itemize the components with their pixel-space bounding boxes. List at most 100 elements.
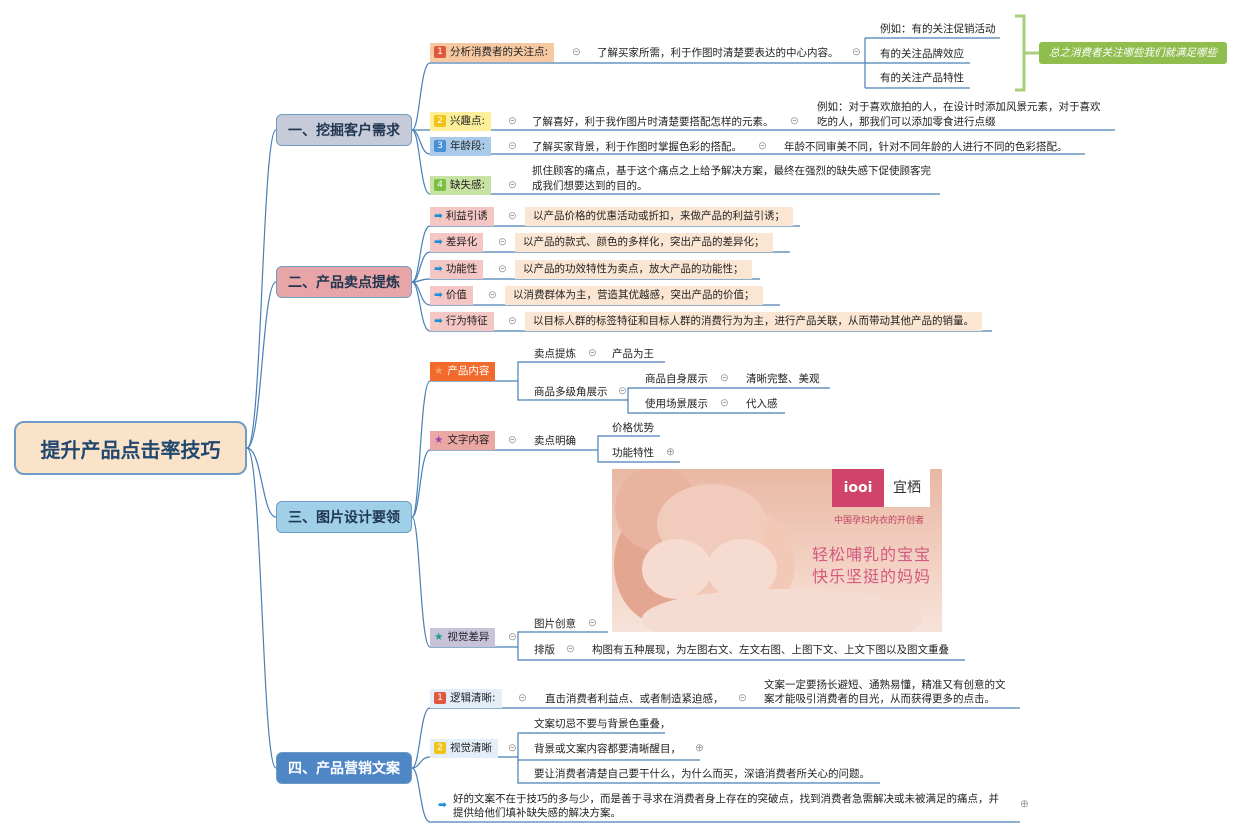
node-clear-beautiful[interactable]: 清晰完整、美观 xyxy=(746,373,820,385)
topic-label: 年龄段: xyxy=(450,140,486,152)
collapse-icon[interactable]: ⊝ xyxy=(852,46,861,58)
topic-label: 文字内容 xyxy=(447,434,490,446)
collapse-icon[interactable]: ⊝ xyxy=(720,397,729,409)
node-layout-desc[interactable]: 构图有五种展现，为左图右文、左文右图、上图下文、上文下图以及图文重叠 xyxy=(592,644,949,656)
star-icon: ★ xyxy=(434,434,444,446)
arrow-icon: ➡ xyxy=(438,799,447,811)
topic-label: 逻辑清晰: xyxy=(450,692,496,704)
number-2-icon: 2 xyxy=(434,742,446,754)
visual-tip-3: 要让消费者清楚自己要干什么，为什么而买，深谙消费者所关心的问题。 xyxy=(534,768,870,780)
collapse-icon[interactable]: ⊝ xyxy=(618,385,627,397)
node-multi-angle[interactable]: 商品多级角展示 xyxy=(534,386,608,398)
node-selling-point[interactable]: 卖点提炼 xyxy=(534,348,576,360)
visual-tip-2: 背景或文案内容都要清晰醒目， xyxy=(534,743,681,755)
node-immersion[interactable]: 代入感 xyxy=(746,398,778,410)
expand-icon[interactable]: ⊕ xyxy=(666,446,675,458)
example-feature: 有的关注产品特性 xyxy=(880,72,964,84)
node-scene-display[interactable]: 使用场景展示 xyxy=(645,398,708,410)
example-copy-1: 文案一定要扬长避短、通熟易懂，精准又有创意的文 xyxy=(764,679,1006,691)
node-image-creativity[interactable]: 图片创意 xyxy=(534,618,576,630)
collapse-icon[interactable]: ⊝ xyxy=(588,617,597,629)
example-age: 年龄不同审美不同，针对不同年龄的人进行不同的色彩搭配。 xyxy=(784,141,1068,153)
node-self-display[interactable]: 商品自身展示 xyxy=(645,373,708,385)
collapse-icon[interactable]: ⊝ xyxy=(790,115,799,127)
node-layout[interactable]: 排版 xyxy=(534,644,555,656)
desc-lack-2: 成我们想要达到的目的。 xyxy=(532,180,648,192)
number-3-icon: 3 xyxy=(434,140,446,152)
brand-logo: iooi xyxy=(832,469,884,507)
collapse-icon[interactable]: ⊝ xyxy=(566,643,575,655)
collapse-icon[interactable]: ⊝ xyxy=(508,434,517,446)
desc-logic-clear: 直击消费者利益点、或者制造紧迫感， xyxy=(545,693,724,705)
topic-label: 产品内容 xyxy=(447,365,490,377)
brand-tagline: 中国孕妇内衣的开创者 xyxy=(834,516,925,526)
topic-label: 兴趣点: xyxy=(450,115,486,127)
topic-interest[interactable]: 2 兴趣点: xyxy=(430,112,492,131)
desc-value: 以消费群体为主，营造其优越感，突出产品的价值； xyxy=(505,286,763,305)
collapse-icon[interactable]: ⊝ xyxy=(508,315,517,327)
topic-label: 利益引诱 xyxy=(445,210,488,222)
number-2-icon: 2 xyxy=(434,115,446,127)
section-marketing-copy[interactable]: 四、产品营销文案 xyxy=(276,752,412,784)
root-topic[interactable]: 提升产品点击率技巧 xyxy=(14,421,247,475)
collapse-icon[interactable]: ⊝ xyxy=(508,179,517,191)
arrow-icon: ➡ xyxy=(434,210,443,222)
topic-consumer-focus[interactable]: 1 分析消费者的关注点: xyxy=(430,43,555,62)
collapse-icon[interactable]: ⊝ xyxy=(720,372,729,384)
collapse-icon[interactable]: ⊝ xyxy=(508,631,517,643)
desc-lack-1: 抓住顾客的痛点，基于这个痛点之上给予解决方案，最终在强烈的缺失感下促使顾客完 xyxy=(532,165,931,177)
collapse-icon[interactable]: ⊝ xyxy=(758,140,767,152)
topic-label: 视觉差异 xyxy=(447,631,490,643)
desc-age: 了解买家背景，利于作图时掌握色彩的搭配。 xyxy=(532,141,742,153)
collapse-icon[interactable]: ⊝ xyxy=(498,263,507,275)
number-1-icon: 1 xyxy=(434,692,446,704)
topic-age[interactable]: 3 年龄段: xyxy=(430,137,492,156)
collapse-icon[interactable]: ⊝ xyxy=(508,742,517,754)
slogan-line-1: 轻松哺乳的宝宝 xyxy=(812,545,932,564)
desc-behavior: 以目标人群的标签特征和目标人群的消费行为为主，进行产品关联，从而带动其他产品的销… xyxy=(525,312,982,331)
topic-behavior[interactable]: ➡行为特征 xyxy=(430,312,494,331)
collapse-icon[interactable]: ⊝ xyxy=(508,210,517,222)
star-icon: ★ xyxy=(434,365,444,377)
section-mining-needs[interactable]: 一、挖掘客户需求 xyxy=(276,114,412,146)
topic-benefit-lure[interactable]: ➡利益引诱 xyxy=(430,207,494,226)
visual-tip-1: 文案切忌不要与背景色重叠， xyxy=(534,718,671,730)
topic-visual-difference[interactable]: ★视觉差异 xyxy=(430,628,496,647)
topic-text-content[interactable]: ★文字内容 xyxy=(430,431,496,450)
number-1-icon: 1 xyxy=(434,46,446,58)
topic-functionality[interactable]: ➡功能性 xyxy=(430,260,484,279)
final-copy-2: 提供给他们填补缺失感的解决方案。 xyxy=(453,807,621,819)
topic-label: 视觉清晰 xyxy=(450,742,492,754)
collapse-icon[interactable]: ⊝ xyxy=(588,347,597,359)
collapse-icon[interactable]: ⊝ xyxy=(488,289,497,301)
collapse-icon[interactable]: ⊝ xyxy=(508,115,517,127)
collapse-icon[interactable]: ⊝ xyxy=(738,692,747,704)
collapse-icon[interactable]: ⊝ xyxy=(498,236,507,248)
desc-consumer-focus: 了解买家所需，利于作图时清楚要表达的中心内容。 xyxy=(597,47,839,59)
node-clear-selling[interactable]: 卖点明确 xyxy=(534,435,576,447)
topic-label: 分析消费者的关注点: xyxy=(450,46,549,58)
node-price-advantage[interactable]: 价格优势 xyxy=(612,422,654,434)
node-product-king[interactable]: 产品为王 xyxy=(612,348,654,360)
topic-logic-clear[interactable]: 1 逻辑清晰: xyxy=(430,689,502,708)
node-function-feature[interactable]: 功能特性 xyxy=(612,447,654,459)
topic-visual-clear[interactable]: 2 视觉清晰 xyxy=(430,739,498,758)
collapse-icon[interactable]: ⊝ xyxy=(518,692,527,704)
product-photo-art xyxy=(614,469,922,632)
expand-icon[interactable]: ⊕ xyxy=(1020,798,1029,810)
collapse-icon[interactable]: ⊝ xyxy=(572,46,581,58)
section-selling-points[interactable]: 二、产品卖点提炼 xyxy=(276,266,412,298)
brand-name: 宜栖 xyxy=(884,469,930,507)
arrow-icon: ➡ xyxy=(434,263,443,275)
summary-callout: 总之消费者关注哪些我们就满足哪些 xyxy=(1039,42,1227,64)
collapse-icon[interactable]: ⊝ xyxy=(508,140,517,152)
topic-differentiation[interactable]: ➡差异化 xyxy=(430,233,484,252)
topic-product-content[interactable]: ★产品内容 xyxy=(430,362,496,381)
arrow-icon: ➡ xyxy=(434,289,443,301)
expand-icon[interactable]: ⊕ xyxy=(695,742,704,754)
topic-value[interactable]: ➡价值 xyxy=(430,286,473,305)
section-image-design[interactable]: 三、图片设计要领 xyxy=(276,501,412,533)
desc-functionality: 以产品的功效特性为卖点，放大产品的功能性； xyxy=(515,260,752,279)
